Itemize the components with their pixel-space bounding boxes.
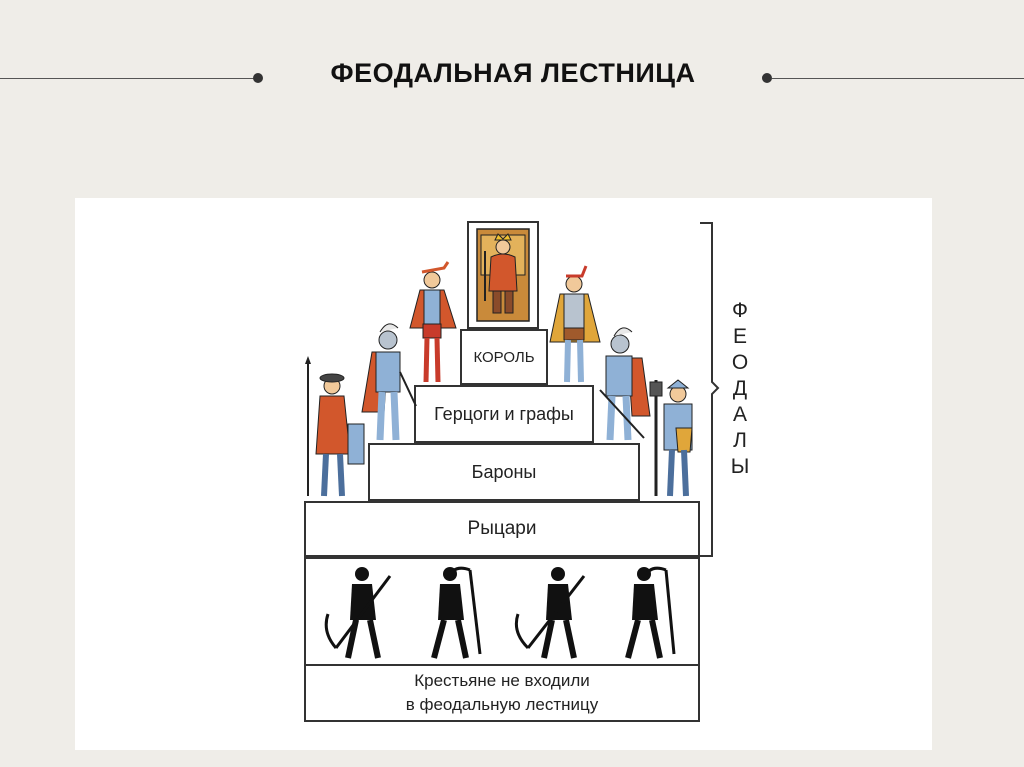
feudal-lords-letter: Е [732, 325, 747, 348]
knight-figure-right-icon [649, 379, 693, 497]
feudal-lords-letter: Д [732, 377, 748, 400]
king-figure-icon [476, 228, 530, 322]
peasants-note-line1: Крестьяне не входили [414, 671, 590, 690]
title-rule-left [0, 78, 255, 79]
king-throne-box [467, 221, 539, 329]
tier-barons-label: Бароны [471, 461, 537, 482]
peasant-figure-1-icon [324, 567, 392, 659]
peasant-figure-2-icon [431, 566, 482, 659]
tier-barons: Бароны [368, 443, 640, 501]
title-rule-right [772, 78, 1024, 79]
tier-knights: Рыцари [304, 501, 700, 557]
peasant-figure-4-icon [625, 566, 676, 659]
feudal-lords-letter: Ф [732, 299, 748, 322]
feudal-lords-letter: Ы [730, 455, 750, 478]
title-dot-right [762, 73, 772, 83]
baron-figure-left-icon [361, 323, 417, 441]
feudal-lords-letter: О [731, 351, 749, 374]
knight-figure-left-icon [305, 356, 365, 497]
peasants-note-line2: в феодальную лестницу [405, 695, 599, 714]
baron-figure-right-icon [599, 327, 651, 441]
feudal-lords-letter: Л [733, 429, 747, 452]
peasant-figure-3-icon [514, 567, 586, 659]
title-dot-left [253, 73, 263, 83]
feudal-lords-label: Ф Е О Д А Л Ы [729, 298, 751, 480]
peasants-note-box: Крестьяне не входили в феодальную лестни… [304, 664, 700, 722]
feudal-lords-letter: А [732, 403, 747, 426]
tier-dukes-counts-label: Герцоги и графы [434, 403, 574, 424]
duke-figure-right-icon [549, 265, 601, 383]
tier-dukes-counts: Герцоги и графы [414, 385, 594, 443]
tier-king-label: КОРОЛЬ [473, 348, 535, 366]
slide-title: ФЕОДАЛЬНАЯ ЛЕСТНИЦА [330, 58, 696, 88]
duke-figure-left-icon [409, 261, 457, 383]
tier-knights-label: Рыцари [467, 518, 537, 539]
tier-king: КОРОЛЬ [460, 329, 548, 385]
feudal-lords-bracket [700, 222, 720, 557]
